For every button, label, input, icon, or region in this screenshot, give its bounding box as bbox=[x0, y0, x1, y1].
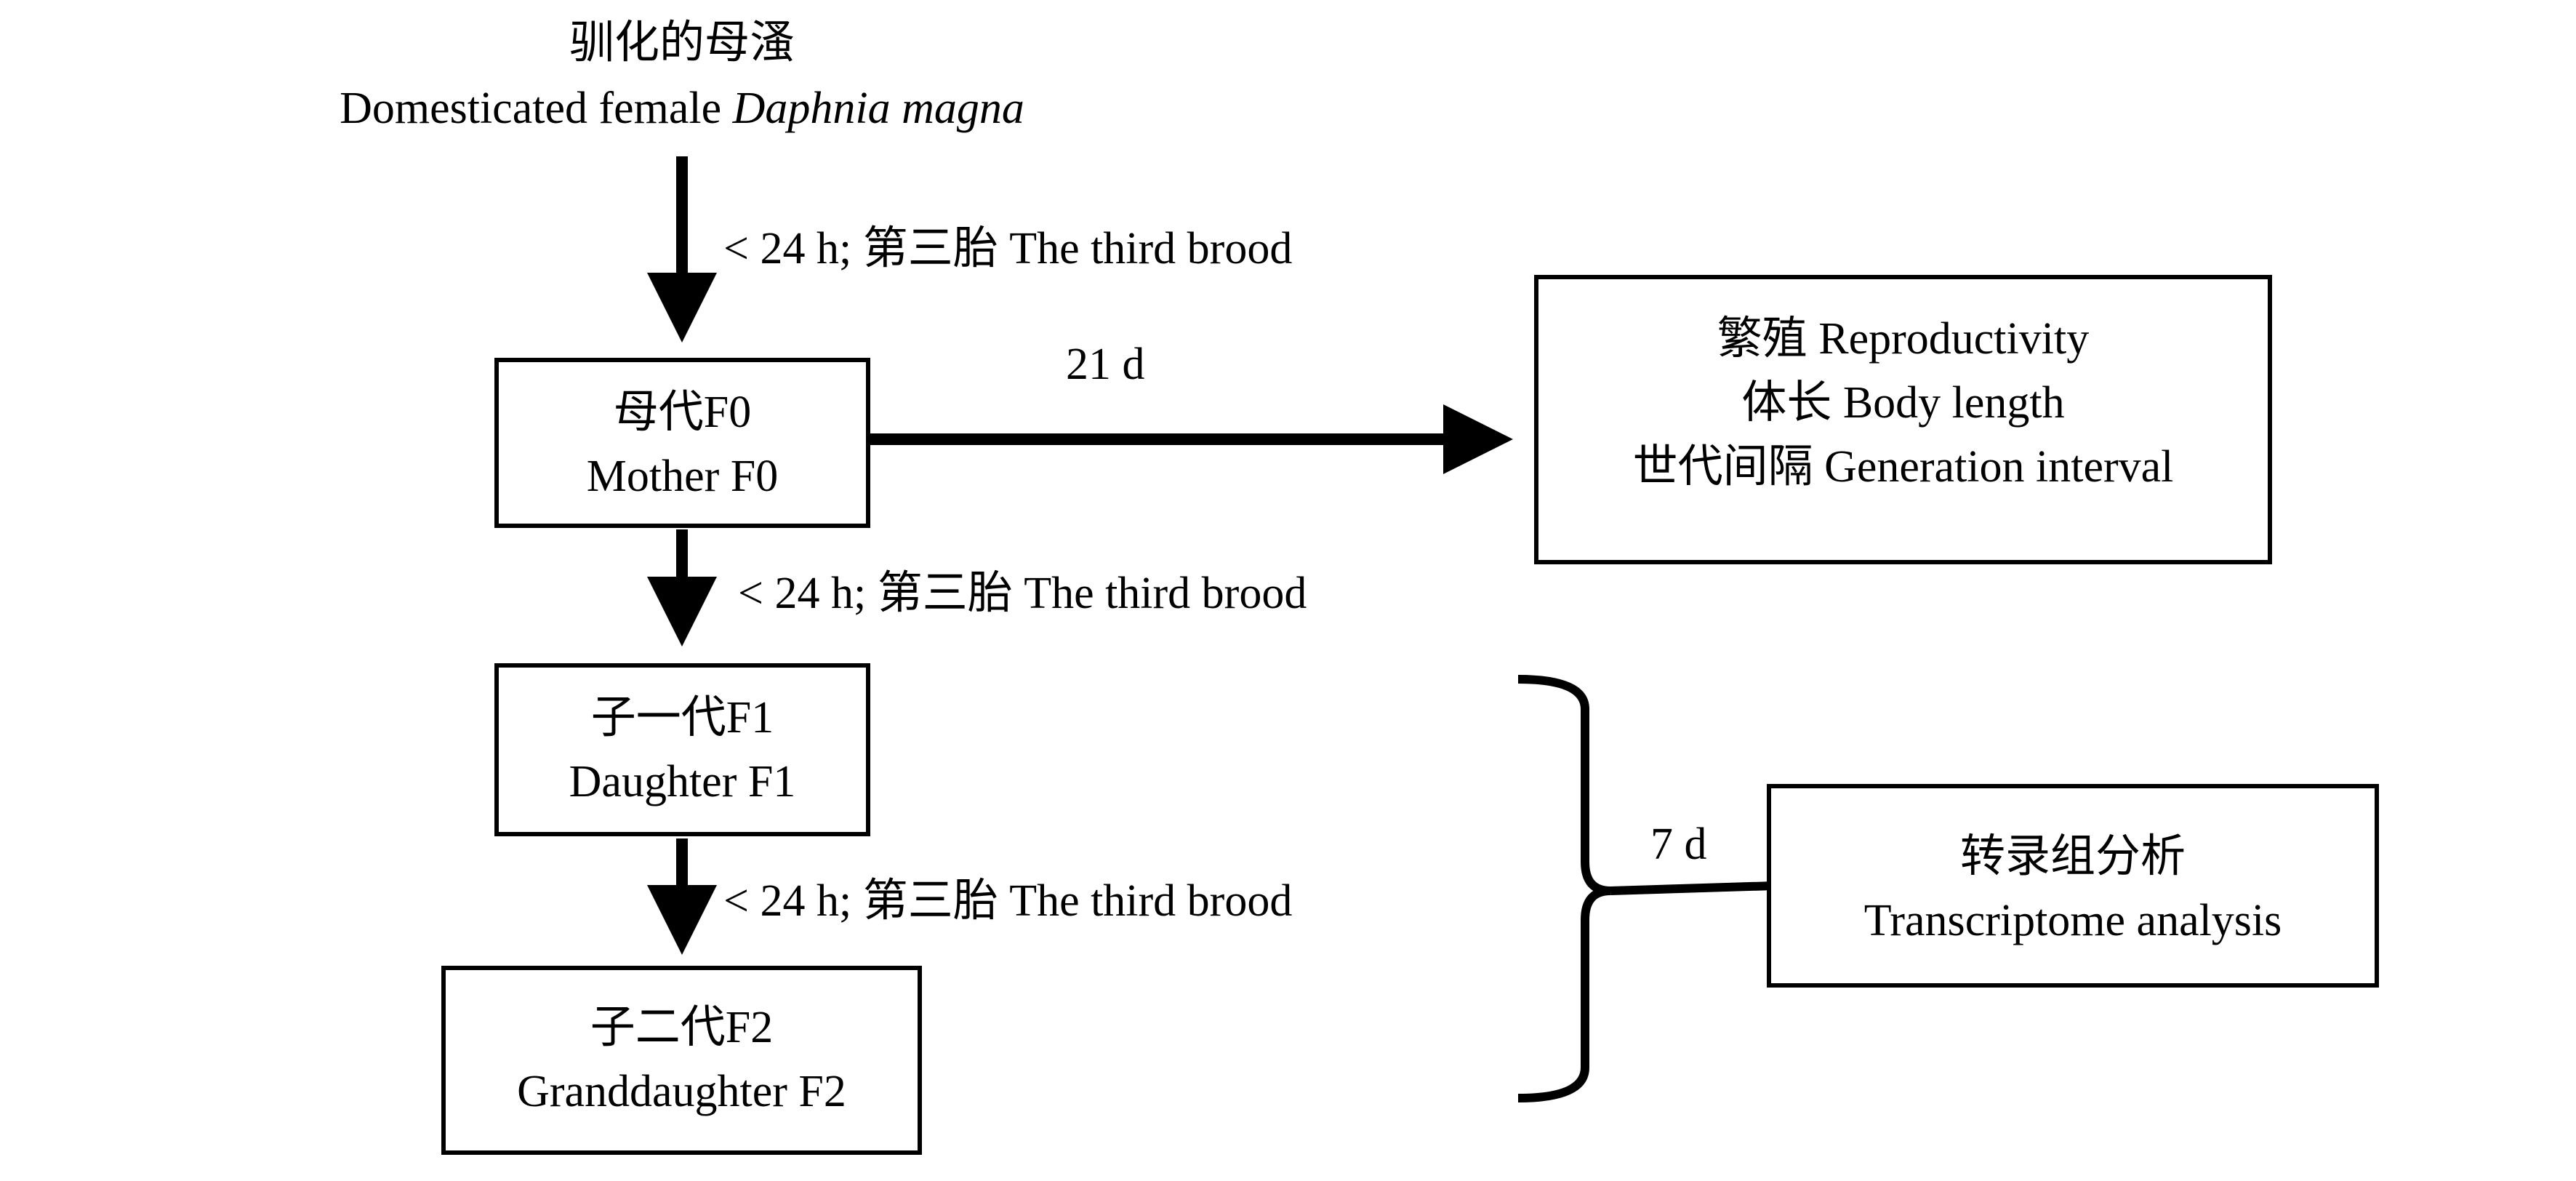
node-f0-en: Mother F0 bbox=[586, 452, 779, 501]
source-title-en-prefix: Domesticated female bbox=[340, 84, 733, 133]
node-f2: 子二代F2 Granddaughter F2 bbox=[441, 966, 922, 1155]
source-title-cn: 驯化的母溞 bbox=[569, 18, 795, 68]
label-f0-to-measures: 21 d bbox=[1066, 340, 1145, 389]
node-transcriptome-en: Transcriptome analysis bbox=[1863, 896, 2282, 945]
measure-body-length: 体长 Body length bbox=[1741, 378, 2065, 428]
node-f1-cn: 子一代F1 bbox=[590, 693, 774, 742]
node-transcriptome: 转录组分析 Transcriptome analysis bbox=[1767, 784, 2379, 988]
measure-generation-interval: 世代间隔 Generation interval bbox=[1632, 442, 2174, 492]
connector-bracket-to-transcriptome bbox=[1610, 881, 1775, 895]
measure-reproductivity: 繁殖 Reproductivity bbox=[1717, 314, 2090, 364]
node-f0-cn: 母代F0 bbox=[613, 388, 752, 437]
label-source-to-f0: < 24 h; 第三胎 The third brood bbox=[723, 224, 1293, 273]
node-f2-en: Granddaughter F2 bbox=[517, 1067, 846, 1116]
node-f1: 子一代F1 Daughter F1 bbox=[494, 663, 870, 836]
species-name: Daphnia magna bbox=[732, 84, 1024, 133]
node-measures: 繁殖 Reproductivity 体长 Body length 世代间隔 Ge… bbox=[1534, 275, 2272, 564]
source-title-en: Domesticated female Daphnia magna bbox=[340, 86, 1024, 131]
node-f2-cn: 子二代F2 bbox=[590, 1003, 774, 1052]
label-f1-to-f2: < 24 h; 第三胎 The third brood bbox=[723, 876, 1293, 926]
node-f0: 母代F0 Mother F0 bbox=[494, 358, 870, 528]
label-f0-to-f1: < 24 h; 第三胎 The third brood bbox=[738, 569, 1307, 618]
label-bracket-to-transcriptome: 7 d bbox=[1650, 820, 1707, 869]
bracket bbox=[1517, 675, 1611, 1102]
node-transcriptome-cn: 转录组分析 bbox=[1959, 832, 2186, 881]
node-f1-en: Daughter F1 bbox=[569, 757, 796, 806]
